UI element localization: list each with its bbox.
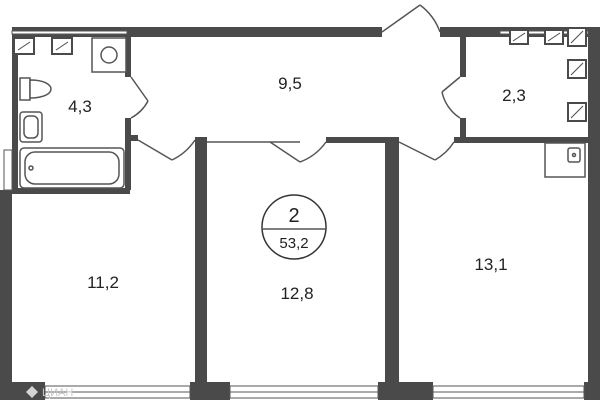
window-left-side <box>3 149 13 191</box>
bathtub-icon <box>19 147 125 189</box>
kitchen-fixtures <box>544 142 586 178</box>
watermark-logo-icon <box>26 386 38 398</box>
watermark-text: ЦИАН <box>42 387 73 399</box>
total-area: 53,2 <box>279 235 308 252</box>
vent-blocks <box>13 27 587 122</box>
room-area-left: 11,2 <box>87 273 119 292</box>
watermark: ЦИАН <box>26 386 73 399</box>
door-toilet <box>441 76 461 119</box>
rooms-count: 2 <box>288 205 299 227</box>
door-left-room <box>137 139 196 161</box>
kitchen-sink-icon <box>544 142 586 178</box>
door-bathroom <box>130 76 149 119</box>
door-center-room <box>207 141 327 163</box>
toilet-icon <box>19 77 52 101</box>
apartment-badge: 2 53,2 <box>261 194 327 260</box>
window-top-bath <box>11 30 128 35</box>
windows <box>3 30 589 399</box>
doors <box>130 4 461 163</box>
room-area-bathroom: 4,3 <box>68 97 92 116</box>
door-entrance <box>381 4 441 33</box>
room-area-center: 12,8 <box>280 284 313 303</box>
room-area-right: 13,1 <box>474 255 507 274</box>
door-right-room <box>398 141 455 161</box>
room-area-toilet: 2,3 <box>502 86 526 105</box>
walls <box>0 27 600 400</box>
sink-icon <box>19 111 43 143</box>
room-area-hallway: 9,5 <box>278 74 302 93</box>
washing-machine-icon <box>91 37 127 73</box>
bathroom-fixtures <box>19 37 127 189</box>
